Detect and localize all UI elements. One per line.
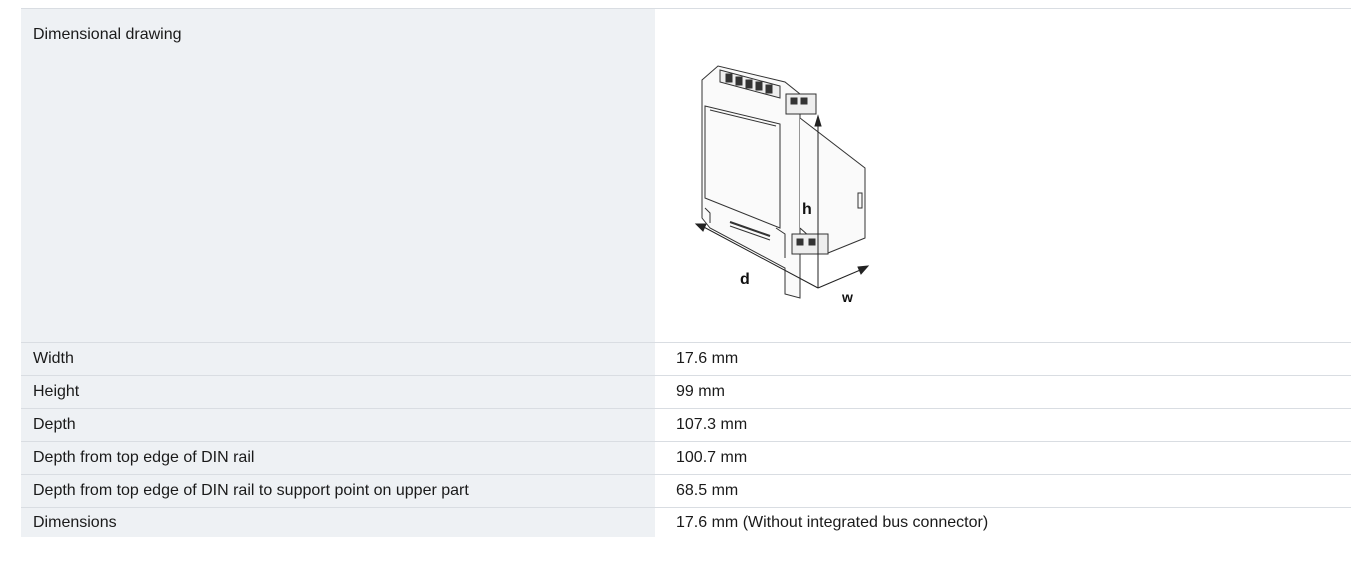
row-label: Depth [21, 409, 655, 441]
row-value: 99 mm [676, 383, 725, 400]
row-value: 107.3 mm [676, 416, 748, 433]
table-row: Height 99 mm [21, 376, 1351, 409]
table-row: Depth from top edge of DIN rail to suppo… [21, 475, 1351, 508]
side-panel [799, 117, 866, 254]
dimensional-drawing-image: h d w [694, 65, 870, 305]
row-label: Width [21, 343, 655, 375]
row-label: Depth from top edge of DIN rail to suppo… [21, 475, 655, 507]
connector-top-right [785, 93, 817, 115]
front-panel [704, 105, 781, 229]
height-arrowhead [814, 114, 822, 127]
table-row: Width 17.6 mm [21, 343, 1351, 376]
row-label: Height [21, 376, 655, 408]
dimensional-drawing-row: Dimensional drawing [21, 9, 1351, 343]
height-label: h [802, 201, 812, 218]
row-value: 17.6 mm [676, 350, 739, 367]
width-label: w [841, 289, 853, 305]
width-arrowhead [857, 265, 870, 275]
row-label: Dimensions [21, 508, 655, 537]
depth-label: d [740, 271, 750, 288]
depth-arrow [699, 224, 819, 289]
table-row: Depth 107.3 mm [21, 409, 1351, 442]
depth-arrowhead [694, 223, 707, 232]
table-row: Depth from top edge of DIN rail 100.7 mm [21, 442, 1351, 475]
row-value: 17.6 mm (Without integrated bus connecto… [676, 513, 989, 531]
row-label: Depth from top edge of DIN rail [21, 442, 655, 474]
technical-data-table: Dimensional drawing Width 17.6 mm Height… [21, 8, 1351, 537]
row-value: 100.7 mm [676, 449, 748, 466]
row-value: 68.5 mm [676, 482, 739, 499]
bottom-connector [775, 227, 829, 258]
housing-outline [701, 65, 801, 299]
terminal-block-top [719, 69, 781, 99]
dimensional-drawing-label: Dimensional drawing [21, 9, 655, 342]
width-arrow [817, 267, 866, 289]
table-row: Dimensions 17.6 mm (Without integrated b… [21, 508, 1351, 537]
